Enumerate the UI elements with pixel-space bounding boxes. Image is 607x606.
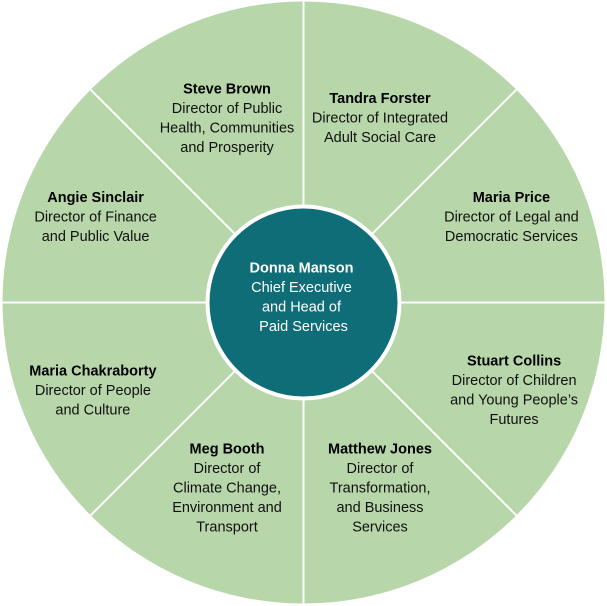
segment-role-line: Transport <box>196 519 258 535</box>
segment-role-line: Director of Children <box>452 373 577 389</box>
segment-person-name: Maria Chakraborty <box>29 363 156 379</box>
segment-role-line: and Business <box>336 500 423 516</box>
center-name: Donna Manson <box>250 261 354 277</box>
segment-role-line: Transformation, <box>330 480 431 496</box>
center-role-line: Paid Services <box>259 319 348 335</box>
segment-role-line: Health, Communities <box>160 121 295 137</box>
segment-role-line: Director of Legal and <box>444 209 579 225</box>
segment-role-line: Environment and <box>172 500 282 516</box>
segment-role-line: Futures <box>490 412 539 428</box>
segment-role-line: Director of People <box>35 383 151 399</box>
segment-role-line: and Public Value <box>42 229 150 245</box>
segment-person-name: Stuart Collins <box>467 354 561 370</box>
segment-role-line: Director of Finance <box>34 209 157 225</box>
segment-person-name: Maria Price <box>473 190 550 206</box>
center-role-line: and Head of <box>262 300 342 316</box>
segment-role-line: and Prosperity <box>180 140 274 156</box>
segment-role-line: and Young People’s <box>450 393 578 409</box>
segment-role-line: Director of <box>194 461 262 477</box>
segment-person-name: Steve Brown <box>183 82 271 98</box>
segment-role-line: Director of Public <box>172 101 282 117</box>
segment-role-line: Services <box>352 519 408 535</box>
segment-role-line: Director of <box>347 461 415 477</box>
center-label: Donna Manson Chief Executive and Head of… <box>250 260 358 336</box>
segment-role-line: Director of Integrated <box>312 111 448 127</box>
segment-role-line: Democratic Services <box>445 229 578 245</box>
segment-person-name: Angie Sinclair <box>47 190 144 206</box>
segment-role-line: Adult Social Care <box>324 130 436 146</box>
segment-person-name: Meg Booth <box>190 441 265 457</box>
segment-person-name: Matthew Jones <box>328 441 432 457</box>
center-role-line: Chief Executive <box>251 280 352 296</box>
center-circle <box>205 204 402 401</box>
segment-person-name: Tandra Forster <box>329 91 431 107</box>
segment-role-line: and Culture <box>55 402 130 418</box>
center-node: Donna Manson Chief Executive and Head of… <box>205 204 402 401</box>
segment-role-line: Climate Change, <box>173 480 281 496</box>
